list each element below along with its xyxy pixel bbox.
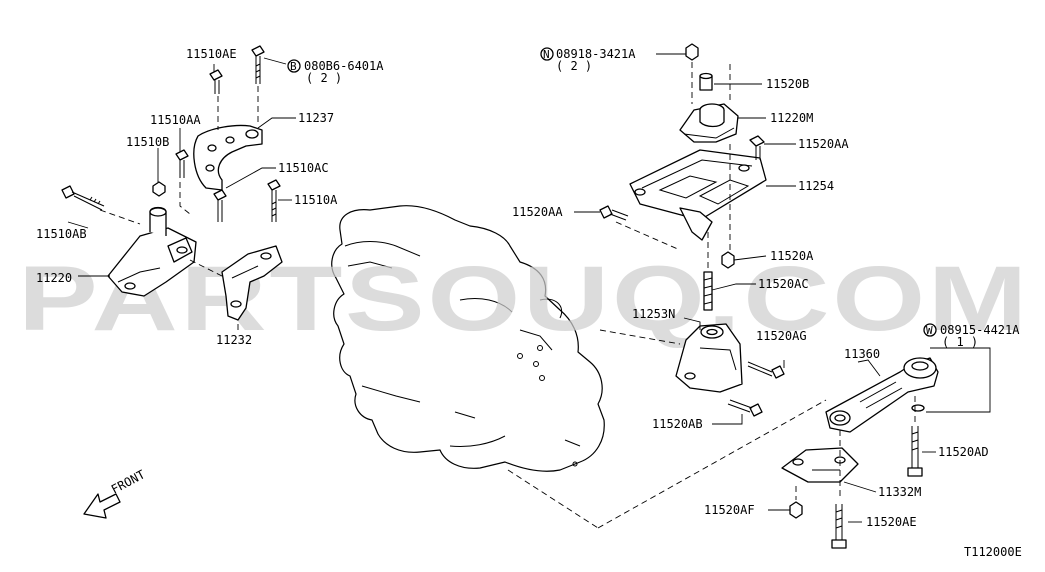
nut-11520A-part	[721, 251, 735, 269]
engine-block-outline	[331, 205, 605, 472]
bolt-11510AB-part	[61, 185, 105, 211]
label-11520AE: 11520AE	[866, 515, 917, 529]
diagram-code-label: T112000E	[964, 545, 1022, 559]
label-11253N: 11253N	[632, 307, 675, 321]
nut-11520B-part	[699, 72, 713, 91]
nut-n-marker: N	[540, 47, 554, 61]
label-bolt-b-qty: ( 2 )	[306, 71, 342, 85]
label-11332M: 11332M	[878, 485, 921, 499]
label-11510AC: 11510AC	[278, 161, 329, 175]
nut-11520AF-part	[789, 501, 803, 519]
bolt-11520AA-left-part	[599, 205, 629, 221]
label-nut-n-code: 08918-3421A	[556, 47, 636, 61]
label-nut-n-qty: ( 2 )	[556, 59, 592, 73]
label-11520B: 11520B	[766, 77, 809, 91]
label-11520AD: 11520AD	[938, 445, 989, 459]
label-11520A: 11520A	[770, 249, 814, 263]
bolt-11510AE-part	[209, 69, 223, 94]
bolt-11510A-part	[267, 179, 281, 222]
label-11510AB: 11510AB	[36, 227, 87, 241]
label-washer-w-code: 08915-4421A	[940, 323, 1020, 337]
label-11220: 11220	[36, 271, 72, 285]
washer-w-marker: W	[923, 323, 937, 337]
svg-text:N: N	[543, 48, 550, 61]
label-11232: 11232	[216, 333, 252, 347]
svg-text:B: B	[290, 60, 297, 73]
bolt-11520AB-part	[727, 399, 763, 417]
nut-11510B-part	[152, 181, 166, 197]
bolt-11520AG-part	[747, 361, 785, 379]
bolt-b-marker: B	[287, 59, 301, 73]
label-11360: 11360	[844, 347, 880, 361]
label-washer-w-qty: ( 1 )	[942, 335, 978, 349]
bolt-11520AE-part	[831, 504, 847, 549]
left-leader-lines	[67, 57, 296, 330]
nut-08918-3421A-part	[685, 43, 699, 61]
label-11237: 11237	[298, 111, 334, 125]
bolt-080B6-6401A-part	[251, 45, 265, 84]
bracket-11332M-part	[781, 447, 859, 483]
label-11220M: 11220M	[770, 111, 813, 125]
front-direction-label: FRONT	[109, 467, 147, 496]
bracket-11237-part	[193, 124, 263, 191]
label-11520AA-right: 11520AA	[798, 137, 849, 151]
label-11520AF: 11520AF	[704, 503, 755, 517]
label-11254: 11254	[798, 179, 834, 193]
bracket-11254-part	[629, 149, 767, 241]
bolt-11510AA-part	[175, 149, 189, 178]
bracket-11253N-part	[675, 323, 743, 393]
bolt-11510AC-part	[213, 189, 227, 222]
label-11510A: 11510A	[294, 193, 338, 207]
right-lower-leader-lines	[768, 347, 991, 523]
bolt-11520AD-part	[907, 426, 923, 477]
engine-mount-11220M-part	[679, 103, 739, 143]
label-11520AG: 11520AG	[756, 329, 807, 343]
right-upper-leader-lines	[507, 53, 827, 529]
label-bolt-b-code: 080B6-6401A	[304, 59, 384, 73]
svg-text:W: W	[926, 324, 933, 337]
label-11520AB: 11520AB	[652, 417, 703, 431]
label-11510AA: 11510AA	[150, 113, 201, 127]
stud-11520AC-part	[703, 271, 713, 311]
label-11510AE: 11510AE	[186, 47, 237, 61]
bolt-11520AA-right-part	[749, 135, 765, 160]
label-11520AA-left: 11520AA	[512, 205, 563, 219]
label-11520AC: 11520AC	[758, 277, 809, 291]
front-direction-arrow-icon	[83, 493, 121, 519]
torque-rod-11360-part	[825, 357, 939, 433]
bracket-11232-part	[221, 245, 283, 321]
label-11510B: 11510B	[126, 135, 169, 149]
